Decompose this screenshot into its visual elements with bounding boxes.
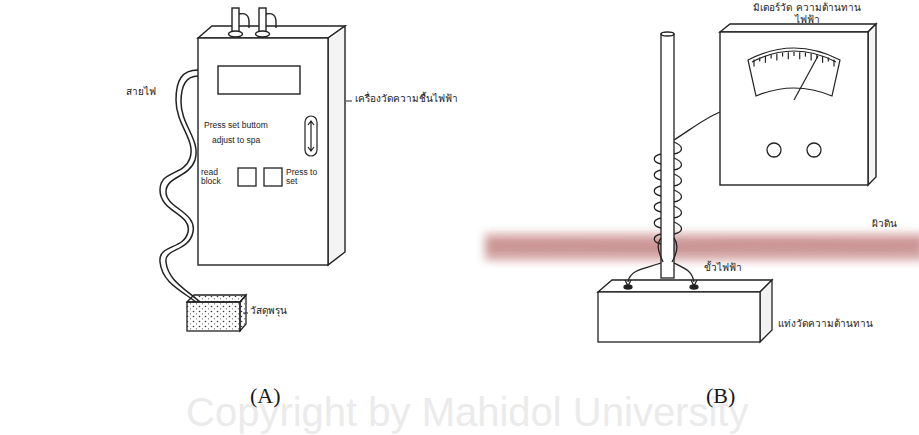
wire-coil (658, 238, 663, 262)
resistance-block (598, 292, 760, 342)
porous-block (187, 295, 246, 331)
meter-terminal (767, 143, 781, 157)
lead-wire (166, 76, 200, 302)
wire-coil (654, 112, 720, 262)
part-label: สายไฟ (126, 86, 156, 98)
meter-front-panel: Press set buttom adjust to spa read block P… (198, 38, 328, 265)
porous-block (187, 295, 246, 302)
resistance-meter (720, 24, 876, 185)
electrode-wire (672, 262, 694, 282)
leader-line (243, 101, 352, 313)
dial-tick (811, 53, 812, 60)
probe-rod (661, 32, 674, 36)
resistance-meter (868, 24, 876, 185)
meter-terminal (807, 143, 821, 157)
figure-letter: (B) (706, 383, 735, 409)
ground-surface (485, 234, 919, 260)
meter-housing (328, 26, 345, 265)
wire-coil (672, 238, 677, 262)
panel-text: Press set buttom (204, 121, 268, 130)
dial-tick (788, 52, 789, 59)
electrode-wire (628, 262, 663, 282)
meter-dial (748, 48, 840, 100)
wire-coil (654, 206, 681, 228)
part-label: ขั้วไฟฟ้า (704, 262, 742, 274)
ground-surface (488, 244, 919, 248)
meter-terminal (767, 143, 821, 157)
terminal-knob (229, 8, 277, 37)
wire-coil (654, 174, 681, 196)
panel-text: adjust to spa (212, 136, 260, 145)
probe-rod (661, 34, 674, 278)
meter-dial (748, 48, 840, 96)
terminal-knob (232, 8, 239, 34)
part-label: แท่งวัดความต้านทาน (778, 318, 873, 330)
meter-housing (198, 26, 345, 265)
resistance-block (598, 280, 772, 292)
electrode (624, 280, 698, 289)
meter-housing (198, 26, 345, 38)
dial-tick (805, 53, 806, 57)
meter-dial (794, 56, 818, 100)
panel-text: Press to set (286, 168, 320, 187)
dial-tick (771, 54, 772, 58)
terminal-knob (229, 31, 243, 37)
push-button (238, 168, 256, 186)
lead-wire (160, 70, 200, 302)
panel-text: read block (201, 168, 235, 187)
dial-tick (799, 52, 800, 59)
terminal-knob (259, 8, 266, 34)
display-window (218, 66, 300, 94)
terminal-knob (266, 14, 276, 28)
leader-line (346, 101, 352, 102)
probe-rod (661, 32, 674, 278)
part-label: วัสดุพรุน (250, 305, 287, 317)
wire-coil (674, 112, 720, 140)
dial-tick (782, 53, 783, 57)
resistance-block (598, 280, 772, 342)
wire-coil (654, 158, 681, 180)
wire-coil (654, 142, 681, 164)
terminal-knob (239, 14, 249, 28)
dial-tick (816, 54, 817, 58)
dial-tick (776, 53, 777, 60)
display-window (218, 66, 300, 94)
meter-housing (198, 38, 328, 265)
figure-letter: (A) (250, 383, 281, 409)
wire-coil (654, 222, 681, 244)
terminal-knob (256, 31, 270, 37)
dial-scale (752, 51, 836, 62)
porous-block (187, 302, 240, 331)
leader-line (243, 313, 248, 314)
electrode (625, 280, 697, 286)
resistance-meter (720, 24, 876, 32)
push-button (264, 168, 282, 186)
dial-tick (793, 52, 794, 56)
lead-wire (160, 70, 198, 302)
ground-surface (485, 234, 919, 260)
adjust-slider (305, 116, 317, 156)
adjust-slider (308, 121, 314, 151)
adjust-slider (305, 116, 317, 156)
wire-coil (654, 190, 681, 212)
part-label: ผิวดิน (872, 218, 897, 230)
resistance-block (760, 280, 772, 342)
part-label: เครื่องวัดความชื้นไฟฟ้า (355, 93, 458, 105)
resistance-meter (720, 32, 868, 185)
part-label: มิเตอร์วัด ความต้านทานไฟฟ้า (752, 2, 862, 26)
push-button (238, 168, 282, 186)
